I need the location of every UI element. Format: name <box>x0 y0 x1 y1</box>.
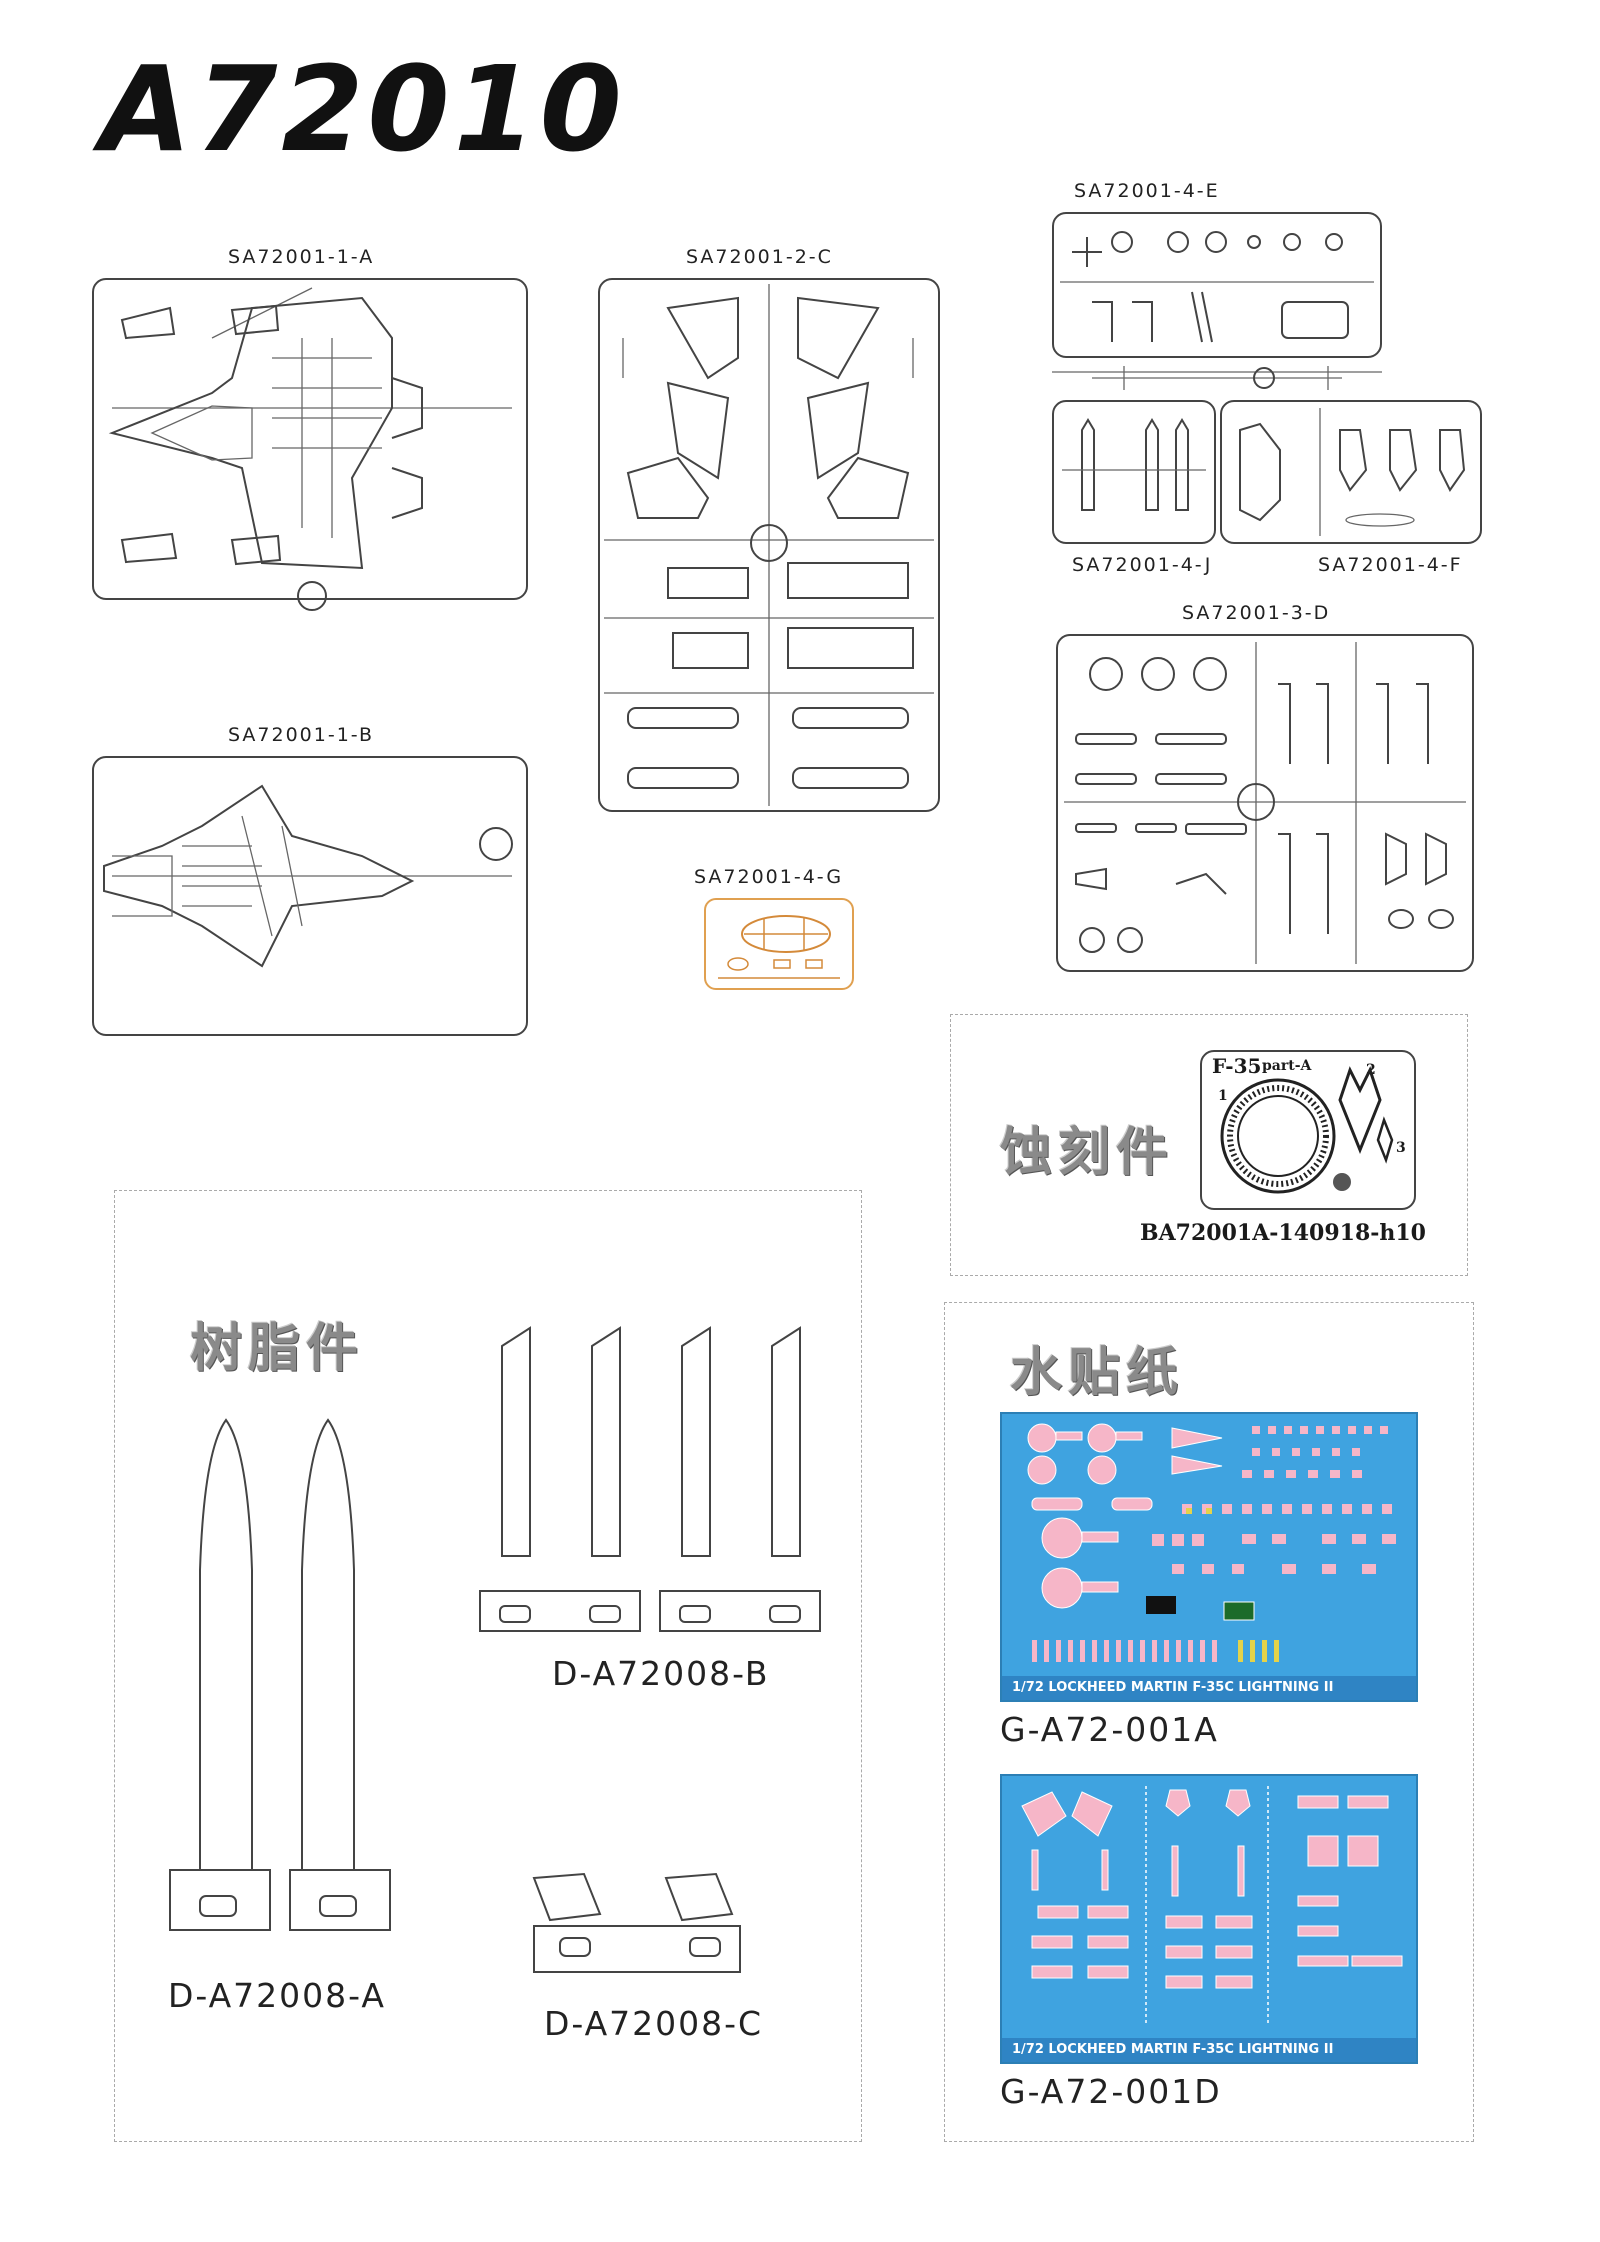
decal-heading: 水贴纸 <box>1010 1343 1185 1403</box>
photo-etch-panel <box>950 1014 1468 1276</box>
decal-sheet-2: 1/72 LOCKHEED MARTIN F-35C LIGHTNING II <box>1000 1774 1418 2064</box>
sprue-c-frame <box>598 278 940 812</box>
photo-etch-number-3: 3 <box>1396 1140 1406 1156</box>
photo-etch-code: BA72001A-140918-h10 <box>1140 1220 1426 1246</box>
decal-sheet-1-strip: 1/72 LOCKHEED MARTIN F-35C LIGHTNING II <box>1002 1676 1416 1700</box>
decal-sheet-2-markings <box>1021 1786 1403 2026</box>
decal-sheet-1-code: G-A72-001A <box>1000 1710 1219 1749</box>
sprue-j-drawing <box>1062 418 1206 511</box>
sprue-j-label: SA72001-4-J <box>1072 554 1213 576</box>
resin-panel <box>114 1190 862 2142</box>
sprue-e-label: SA72001-4-E <box>1074 180 1220 202</box>
sprue-a-drawing <box>108 287 512 611</box>
resin-part-a-drawing <box>169 1418 391 1931</box>
photo-etch-plate-part: part-A <box>1262 1058 1312 1074</box>
sprue-c-drawing <box>604 284 934 806</box>
sprue-e-drawing <box>1052 231 1382 373</box>
sprue-c-label: SA72001-2-C <box>686 246 833 268</box>
sprue-f-drawing <box>1239 408 1466 536</box>
sprue-b-frame <box>92 756 528 1036</box>
resin-item-c: D-A72008-C <box>544 2004 764 2043</box>
sprue-d-label: SA72001-3-D <box>1182 602 1331 624</box>
resin-heading: 树脂件 <box>190 1319 365 1379</box>
sprue-e-frame <box>1052 212 1382 358</box>
sprue-d-drawing <box>1064 642 1466 964</box>
photo-etch-plate-title: F-35 <box>1212 1054 1262 1078</box>
photo-etch-drawing <box>1220 1066 1394 1194</box>
resin-part-b-drawing <box>479 1326 821 1632</box>
photo-etch-number-1: 1 <box>1218 1088 1228 1104</box>
decal-sheet-2-code: G-A72-001D <box>1000 2072 1222 2111</box>
sprue-b-drawing <box>103 784 513 968</box>
decal-sheet-2-strip: 1/72 LOCKHEED MARTIN F-35C LIGHTNING II <box>1002 2038 1416 2062</box>
sprue-d-frame <box>1056 634 1474 972</box>
sprue-g-frame <box>704 898 854 990</box>
photo-etch-plate <box>1200 1050 1416 1210</box>
sprue-g-drawing <box>718 915 840 979</box>
resin-part-c-drawing <box>532 1872 741 1973</box>
product-code-title: A72010 <box>100 40 626 178</box>
sprue-f-label: SA72001-4-F <box>1318 554 1463 576</box>
sprue-e-connector <box>1092 366 1342 390</box>
sprue-f-frame <box>1220 400 1482 544</box>
photo-etch-heading: 蚀刻件 <box>1000 1123 1175 1183</box>
decal-sheet-1: 1/72 LOCKHEED MARTIN F-35C LIGHTNING II <box>1000 1412 1418 1702</box>
sprue-g-label: SA72001-4-G <box>694 866 844 888</box>
decal-panel <box>944 1302 1474 2142</box>
sprue-j-frame <box>1052 400 1216 544</box>
sprue-a-frame <box>92 278 528 600</box>
resin-item-a: D-A72008-A <box>168 1976 386 2015</box>
sprue-b-label: SA72001-1-B <box>228 724 375 746</box>
decal-sheet-1-markings <box>1027 1423 1396 1662</box>
resin-item-b: D-A72008-B <box>552 1654 770 1693</box>
sprue-a-label: SA72001-1-A <box>228 246 375 268</box>
